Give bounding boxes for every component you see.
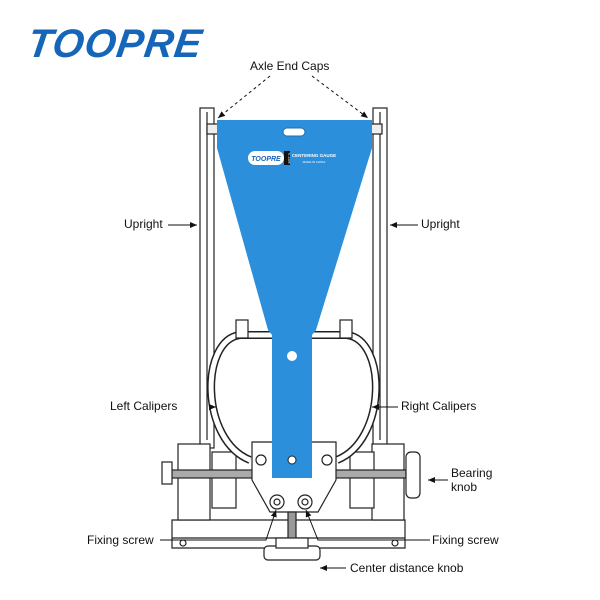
gauge-hole	[287, 455, 297, 465]
leader-axle-cap-right	[311, 75, 369, 119]
gauge-title: CENTERING GAUGE	[292, 153, 336, 158]
gauge-hole	[287, 351, 297, 361]
label-fixing-screw-left: Fixing screw	[87, 533, 154, 547]
right-calipers	[312, 331, 380, 464]
leader-axle-cap-left	[217, 75, 271, 119]
gauge-badge-logo: TOOPRE	[251, 156, 281, 163]
label-fixing-screw-right: Fixing screw	[432, 533, 499, 547]
bearing-housing-right	[349, 451, 375, 509]
caliper-tip-left	[235, 319, 249, 339]
left-calipers	[207, 331, 275, 464]
centering-gauge	[217, 120, 372, 478]
label-upright-left: Upright	[124, 217, 163, 231]
caliper-tip-right	[339, 319, 353, 339]
label-right-calipers: Right Calipers	[401, 399, 477, 413]
gauge-handle-slot	[282, 127, 306, 137]
label-axle-end-caps: Axle End Caps	[250, 59, 330, 73]
axle-nut	[161, 461, 173, 485]
gauge-badge	[248, 151, 284, 165]
label-bearing-knob-line2: knob	[451, 480, 478, 494]
label-left-calipers: Left Calipers	[110, 399, 178, 413]
bearing-knob	[405, 451, 421, 499]
gauge-model-tag	[284, 151, 290, 165]
gauge-origin: MADE IN CHINA	[303, 160, 326, 164]
caliper-pivot-left	[255, 454, 267, 466]
gauge-model: TL-1005	[287, 152, 291, 164]
side-block-right	[371, 443, 405, 521]
label-center-distance-knob: Center distance knob	[350, 561, 464, 575]
bearing-housing-left	[211, 451, 237, 509]
leader-fixing-screw-left	[160, 509, 277, 541]
label-bearing-knob-line1: Bearing	[451, 466, 493, 480]
center-knob-hub	[275, 537, 309, 549]
side-block-left	[177, 443, 211, 521]
caliper-pivot-right	[321, 454, 333, 466]
leader-fixing-screw-right	[305, 509, 430, 541]
label-upright-right: Upright	[421, 217, 460, 231]
mounting-hole-icon	[179, 539, 187, 547]
mounting-hole-icon	[391, 539, 399, 547]
